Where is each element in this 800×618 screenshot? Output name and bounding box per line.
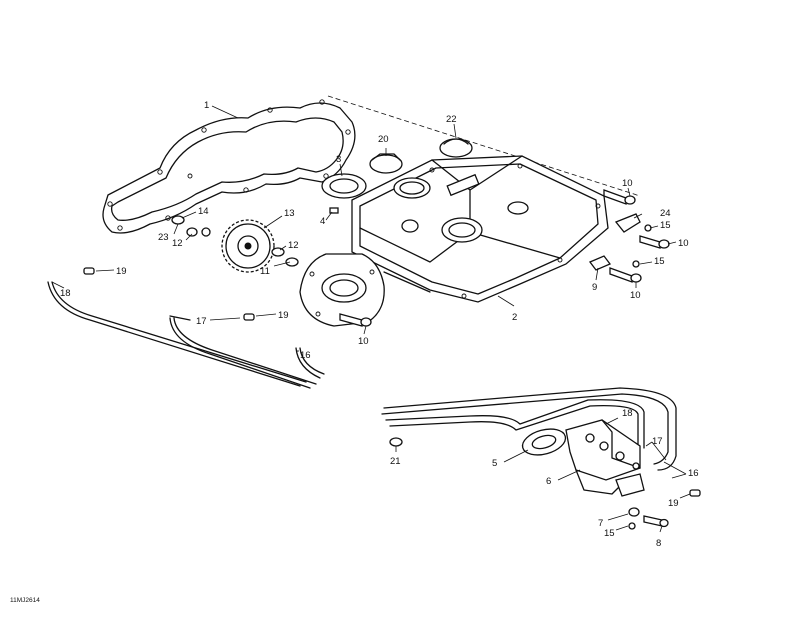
plug-cap (439, 138, 473, 158)
callout-2: 2 (512, 312, 517, 323)
callout-17: 17 (196, 316, 207, 327)
cover-housing (351, 155, 609, 303)
hose-clamp (83, 267, 95, 275)
callout-24: 24 (660, 208, 671, 219)
leader-lines (51, 105, 691, 533)
callout-22: 22 (446, 114, 457, 125)
hose-clamp (689, 489, 701, 497)
callout-12: 12 (172, 238, 183, 249)
hose-clamp (243, 313, 255, 321)
callout-8: 8 (656, 538, 661, 549)
small-hardware (171, 215, 299, 267)
callout-9: 9 (592, 282, 597, 293)
bracket (614, 213, 641, 233)
nut (632, 260, 640, 268)
callout-18: 18 (60, 288, 71, 299)
callout-14: 14 (198, 206, 209, 217)
gasket (102, 99, 356, 234)
callout-4: 4 (320, 216, 325, 227)
callout-10: 10 (358, 336, 369, 347)
callout-5: 5 (492, 458, 497, 469)
nut (628, 522, 636, 530)
gear (221, 219, 275, 273)
lower-flange (299, 253, 431, 327)
callout-19: 19 (278, 310, 289, 321)
oil-hoses (47, 281, 677, 471)
callout-16: 16 (300, 350, 311, 361)
screw-head (659, 518, 669, 528)
callout-1: 1 (204, 100, 209, 111)
callout-15: 15 (654, 256, 665, 267)
bolt (609, 267, 642, 283)
callout-16: 16 (688, 468, 699, 479)
callout-18: 18 (622, 408, 633, 419)
callout-12: 12 (288, 240, 299, 251)
oil-seal (321, 173, 367, 199)
screw (643, 515, 663, 527)
callout-10: 10 (678, 238, 689, 249)
callout-20: 20 (378, 134, 389, 145)
callout-3: 3 (336, 154, 341, 165)
callout-10: 10 (630, 290, 641, 301)
bolt (639, 235, 670, 249)
callout-19: 19 (668, 498, 679, 509)
callout-11: 11 (260, 266, 270, 277)
callout-23: 23 (158, 232, 169, 243)
callout-6: 6 (546, 476, 551, 487)
oil-pump (521, 419, 645, 497)
drawing-reference-code: 11MJ2614 (10, 597, 40, 604)
callout-15: 15 (604, 528, 615, 539)
callout-19: 19 (116, 266, 127, 277)
alignment-line (327, 95, 641, 197)
bolt (603, 189, 636, 205)
fitting (389, 437, 403, 447)
callout-15: 15 (660, 220, 671, 231)
callout-10: 10 (622, 178, 633, 189)
pin (329, 207, 339, 214)
washer (628, 507, 640, 517)
callout-7: 7 (598, 518, 603, 529)
callout-21: 21 (390, 456, 401, 467)
cap (369, 153, 403, 174)
callout-13: 13 (284, 208, 295, 219)
clip-bracket (588, 255, 612, 271)
callout-17: 17 (652, 436, 663, 447)
